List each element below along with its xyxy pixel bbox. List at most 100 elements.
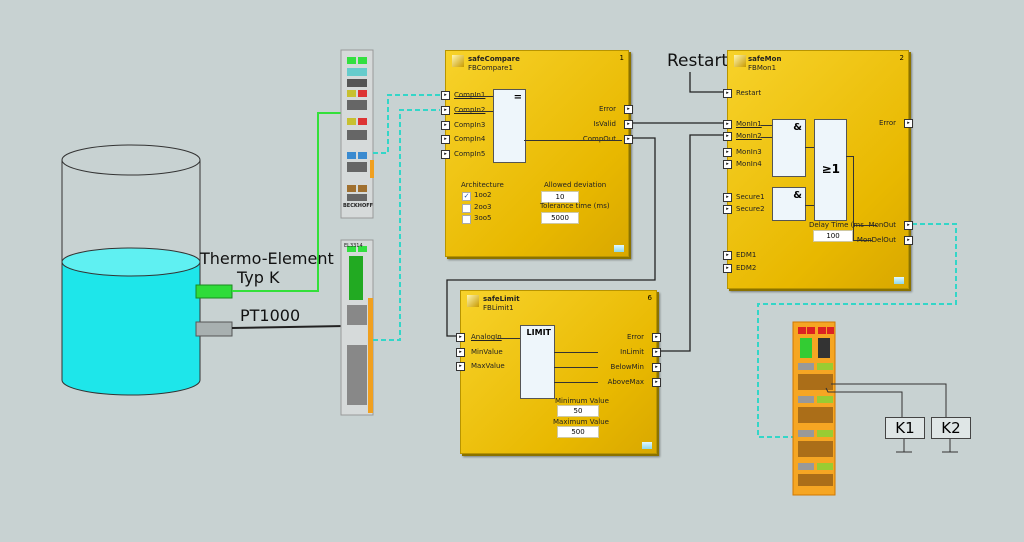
max-input[interactable]: 500	[557, 426, 599, 438]
checkbox-2oo3[interactable]	[462, 204, 471, 213]
input-secure2: Secure2	[736, 205, 765, 213]
port-in-icon[interactable]: ▸	[456, 362, 465, 371]
ground-k2	[942, 438, 958, 453]
port-out-icon[interactable]: ▸	[624, 135, 633, 144]
option-3oo5: 3oo5	[474, 214, 492, 222]
module-label: EL3314	[344, 243, 363, 249]
port-in-icon[interactable]: ▸	[441, 106, 450, 115]
input-compin1: CompIn1	[454, 91, 486, 99]
relay-k2[interactable]: K2	[931, 417, 971, 439]
port-in-icon[interactable]: ▸	[456, 348, 465, 357]
port-out-icon[interactable]: ▸	[904, 221, 913, 230]
deviation-input[interactable]: 10	[541, 191, 579, 203]
resize-handle[interactable]	[614, 245, 624, 252]
safelimit-block[interactable]: safeLimit FBLimit1 6 LIMIT ▸AnalogIn ▸Mi…	[456, 290, 661, 454]
pt1000-wire	[231, 325, 346, 329]
input-secure1: Secure1	[736, 193, 765, 201]
wire-compout-analogin	[446, 137, 656, 337]
checkbox-1oo2[interactable]: ✓	[462, 192, 471, 201]
input-monin1: MonIn1	[736, 120, 762, 128]
port-in-icon[interactable]: ▸	[456, 333, 465, 342]
wire-inlimit-monin2	[660, 134, 723, 352]
or-symbol: ≥1	[821, 162, 840, 176]
output-error: Error	[878, 119, 896, 127]
block-number: 1	[619, 54, 624, 62]
safemon-block[interactable]: safeMon FBMon1 2 ▸Restart ▸MonIn1 ▸MonIn…	[723, 50, 913, 289]
pt1000-sensor	[195, 321, 233, 337]
safecompare-block[interactable]: safeCompare FBCompare1 1 = ▸CompIn1 ▸Com…	[441, 50, 633, 257]
output-mondelout: MonDelOut	[856, 236, 896, 244]
block-name: FBMon1	[748, 64, 777, 72]
port-out-icon[interactable]: ▸	[652, 333, 661, 342]
port-in-icon[interactable]: ▸	[441, 121, 450, 130]
safety-link-2	[373, 109, 440, 341]
input-monin4: MonIn4	[736, 160, 762, 168]
port-in-icon[interactable]: ▸	[723, 205, 732, 214]
pt1000-label: PT1000	[240, 306, 301, 325]
terminal-safety-input	[340, 49, 374, 219]
port-out-icon[interactable]: ▸	[624, 120, 633, 129]
output-belowmin: BelowMin	[610, 363, 644, 371]
block-logo-icon	[452, 55, 464, 67]
tolerance-input[interactable]: 5000	[541, 212, 579, 224]
input-monin3: MonIn3	[736, 148, 762, 156]
port-in-icon[interactable]: ▸	[441, 150, 450, 159]
typk-label: Typ K	[237, 268, 280, 287]
resize-handle[interactable]	[642, 442, 652, 449]
and-gate-2: &	[772, 187, 806, 221]
port-in-icon[interactable]: ▸	[723, 251, 732, 260]
ground-k1	[896, 438, 912, 453]
input-maxvalue: MaxValue	[471, 362, 505, 370]
max-label: Maximum Value	[553, 418, 609, 426]
port-in-icon[interactable]: ▸	[723, 120, 732, 129]
port-in-icon[interactable]: ▸	[723, 264, 732, 273]
output-error: Error	[626, 333, 644, 341]
delay-input[interactable]: 100	[813, 230, 853, 242]
option-1oo2: 1oo2	[474, 191, 492, 199]
port-in-icon[interactable]: ▸	[723, 89, 732, 98]
port-in-icon[interactable]: ▸	[441, 91, 450, 100]
deviation-label: Allowed deviation	[544, 181, 607, 189]
input-compin5: CompIn5	[454, 150, 486, 158]
input-edm2: EDM2	[736, 264, 757, 272]
and-gate-1: &	[772, 119, 806, 177]
safety-link-out	[757, 223, 957, 438]
limit-symbol: LIMIT	[526, 328, 551, 337]
block-logo-icon	[734, 55, 746, 67]
port-out-icon[interactable]: ▸	[624, 105, 633, 114]
output-abovemax: AboveMax	[607, 378, 644, 386]
output-error: Error	[598, 105, 616, 113]
min-input[interactable]: 50	[557, 405, 599, 417]
block-number: 2	[899, 54, 904, 62]
port-out-icon[interactable]: ▸	[904, 236, 913, 245]
input-compin2: CompIn2	[454, 106, 486, 114]
port-in-icon[interactable]: ▸	[723, 160, 732, 169]
block-name: FBLimit1	[483, 304, 514, 312]
input-compin4: CompIn4	[454, 135, 486, 143]
safety-link-1	[373, 94, 440, 154]
relay-k1[interactable]: K1	[885, 417, 925, 439]
input-minvalue: MinValue	[471, 348, 503, 356]
block-type: safeMon	[748, 55, 782, 63]
or-gate: ≥1	[814, 119, 847, 221]
thermocouple-sensor	[195, 284, 233, 299]
port-out-icon[interactable]: ▸	[652, 378, 661, 387]
resize-handle[interactable]	[894, 277, 904, 284]
output-inlimit: InLimit	[620, 348, 644, 356]
compare-function-box: =	[493, 89, 526, 163]
port-out-icon[interactable]: ▸	[652, 363, 661, 372]
port-out-icon[interactable]: ▸	[904, 119, 913, 128]
checkbox-3oo5[interactable]	[462, 215, 471, 224]
min-label: Minimum Value	[555, 397, 609, 405]
input-edm1: EDM1	[736, 251, 757, 259]
port-in-icon[interactable]: ▸	[723, 193, 732, 202]
and-symbol: &	[793, 122, 802, 133]
architecture-label: Architecture	[461, 181, 504, 189]
port-out-icon[interactable]: ▸	[652, 348, 661, 357]
port-in-icon[interactable]: ▸	[441, 135, 450, 144]
port-in-icon[interactable]: ▸	[723, 148, 732, 157]
restart-label: Restart	[667, 51, 729, 71]
port-in-icon[interactable]: ▸	[723, 132, 732, 141]
block-type: safeCompare	[468, 55, 520, 63]
